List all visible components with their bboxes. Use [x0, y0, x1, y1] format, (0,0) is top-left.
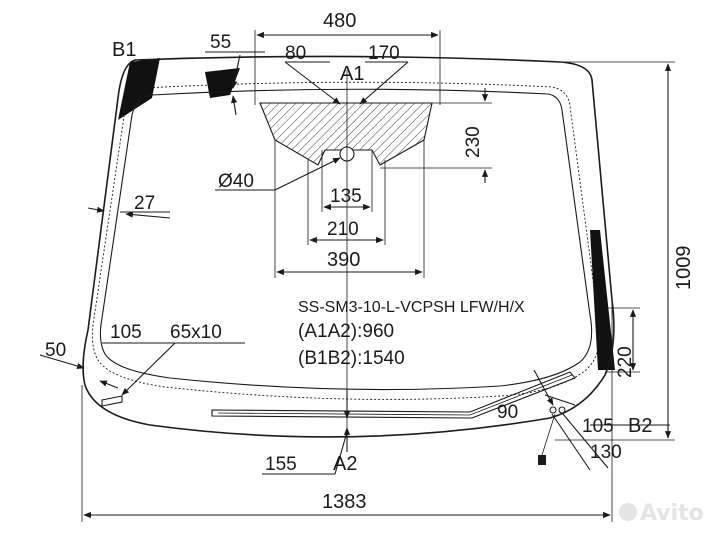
inner-border: [99, 88, 593, 391]
dim-55: 55: [210, 32, 231, 53]
dim-1383: 1383: [322, 491, 367, 513]
dim-90: 90: [497, 402, 518, 423]
dim-170: 170: [368, 43, 400, 64]
dim-230: 230: [463, 126, 484, 158]
dim-50: 50: [45, 340, 66, 361]
connector-plug: [538, 455, 546, 465]
dim-105-right: 105: [582, 416, 614, 437]
avito-logo-icon: [619, 503, 637, 521]
label-b1: B1: [112, 39, 136, 61]
vin-mark: [101, 395, 123, 407]
antenna-strip-inner: [217, 374, 573, 416]
label-b2: B2: [628, 415, 652, 437]
spec-a1a2: (A1A2):960: [298, 321, 394, 342]
dim-1009: 1009: [673, 246, 695, 291]
dim-hole: Ø40: [218, 171, 254, 192]
dim-130: 130: [590, 442, 622, 463]
connector-left: [549, 406, 557, 414]
dim-210: 210: [327, 219, 359, 240]
dim-80: 80: [285, 43, 306, 64]
product-code: SS-SM3-10-L-VCPSH LFW/H/X: [298, 299, 525, 316]
label-a1: A1: [340, 63, 364, 85]
dot-border: [91, 81, 600, 400]
dim-480: 480: [323, 10, 356, 32]
spec-b1b2: (B1B2):1540: [298, 348, 405, 369]
dim-135: 135: [330, 186, 362, 207]
dim-220: 220: [615, 346, 636, 378]
dim-65x10: 65x10: [170, 322, 222, 343]
b1-black-area: [118, 58, 160, 120]
right-black-area: [590, 230, 615, 370]
avito-watermark: Avito: [619, 501, 704, 526]
connector-right: [558, 406, 566, 414]
dim-105-left: 105: [110, 322, 142, 343]
dim-390: 390: [327, 249, 360, 271]
label-a2: A2: [333, 453, 357, 475]
antenna-strip: [211, 371, 576, 419]
top-black-area: [205, 68, 240, 98]
watermark-text: Avito: [640, 501, 704, 526]
dim-155: 155: [265, 454, 297, 475]
glass-outline: [82, 55, 615, 438]
dim-27: 27: [134, 193, 155, 214]
